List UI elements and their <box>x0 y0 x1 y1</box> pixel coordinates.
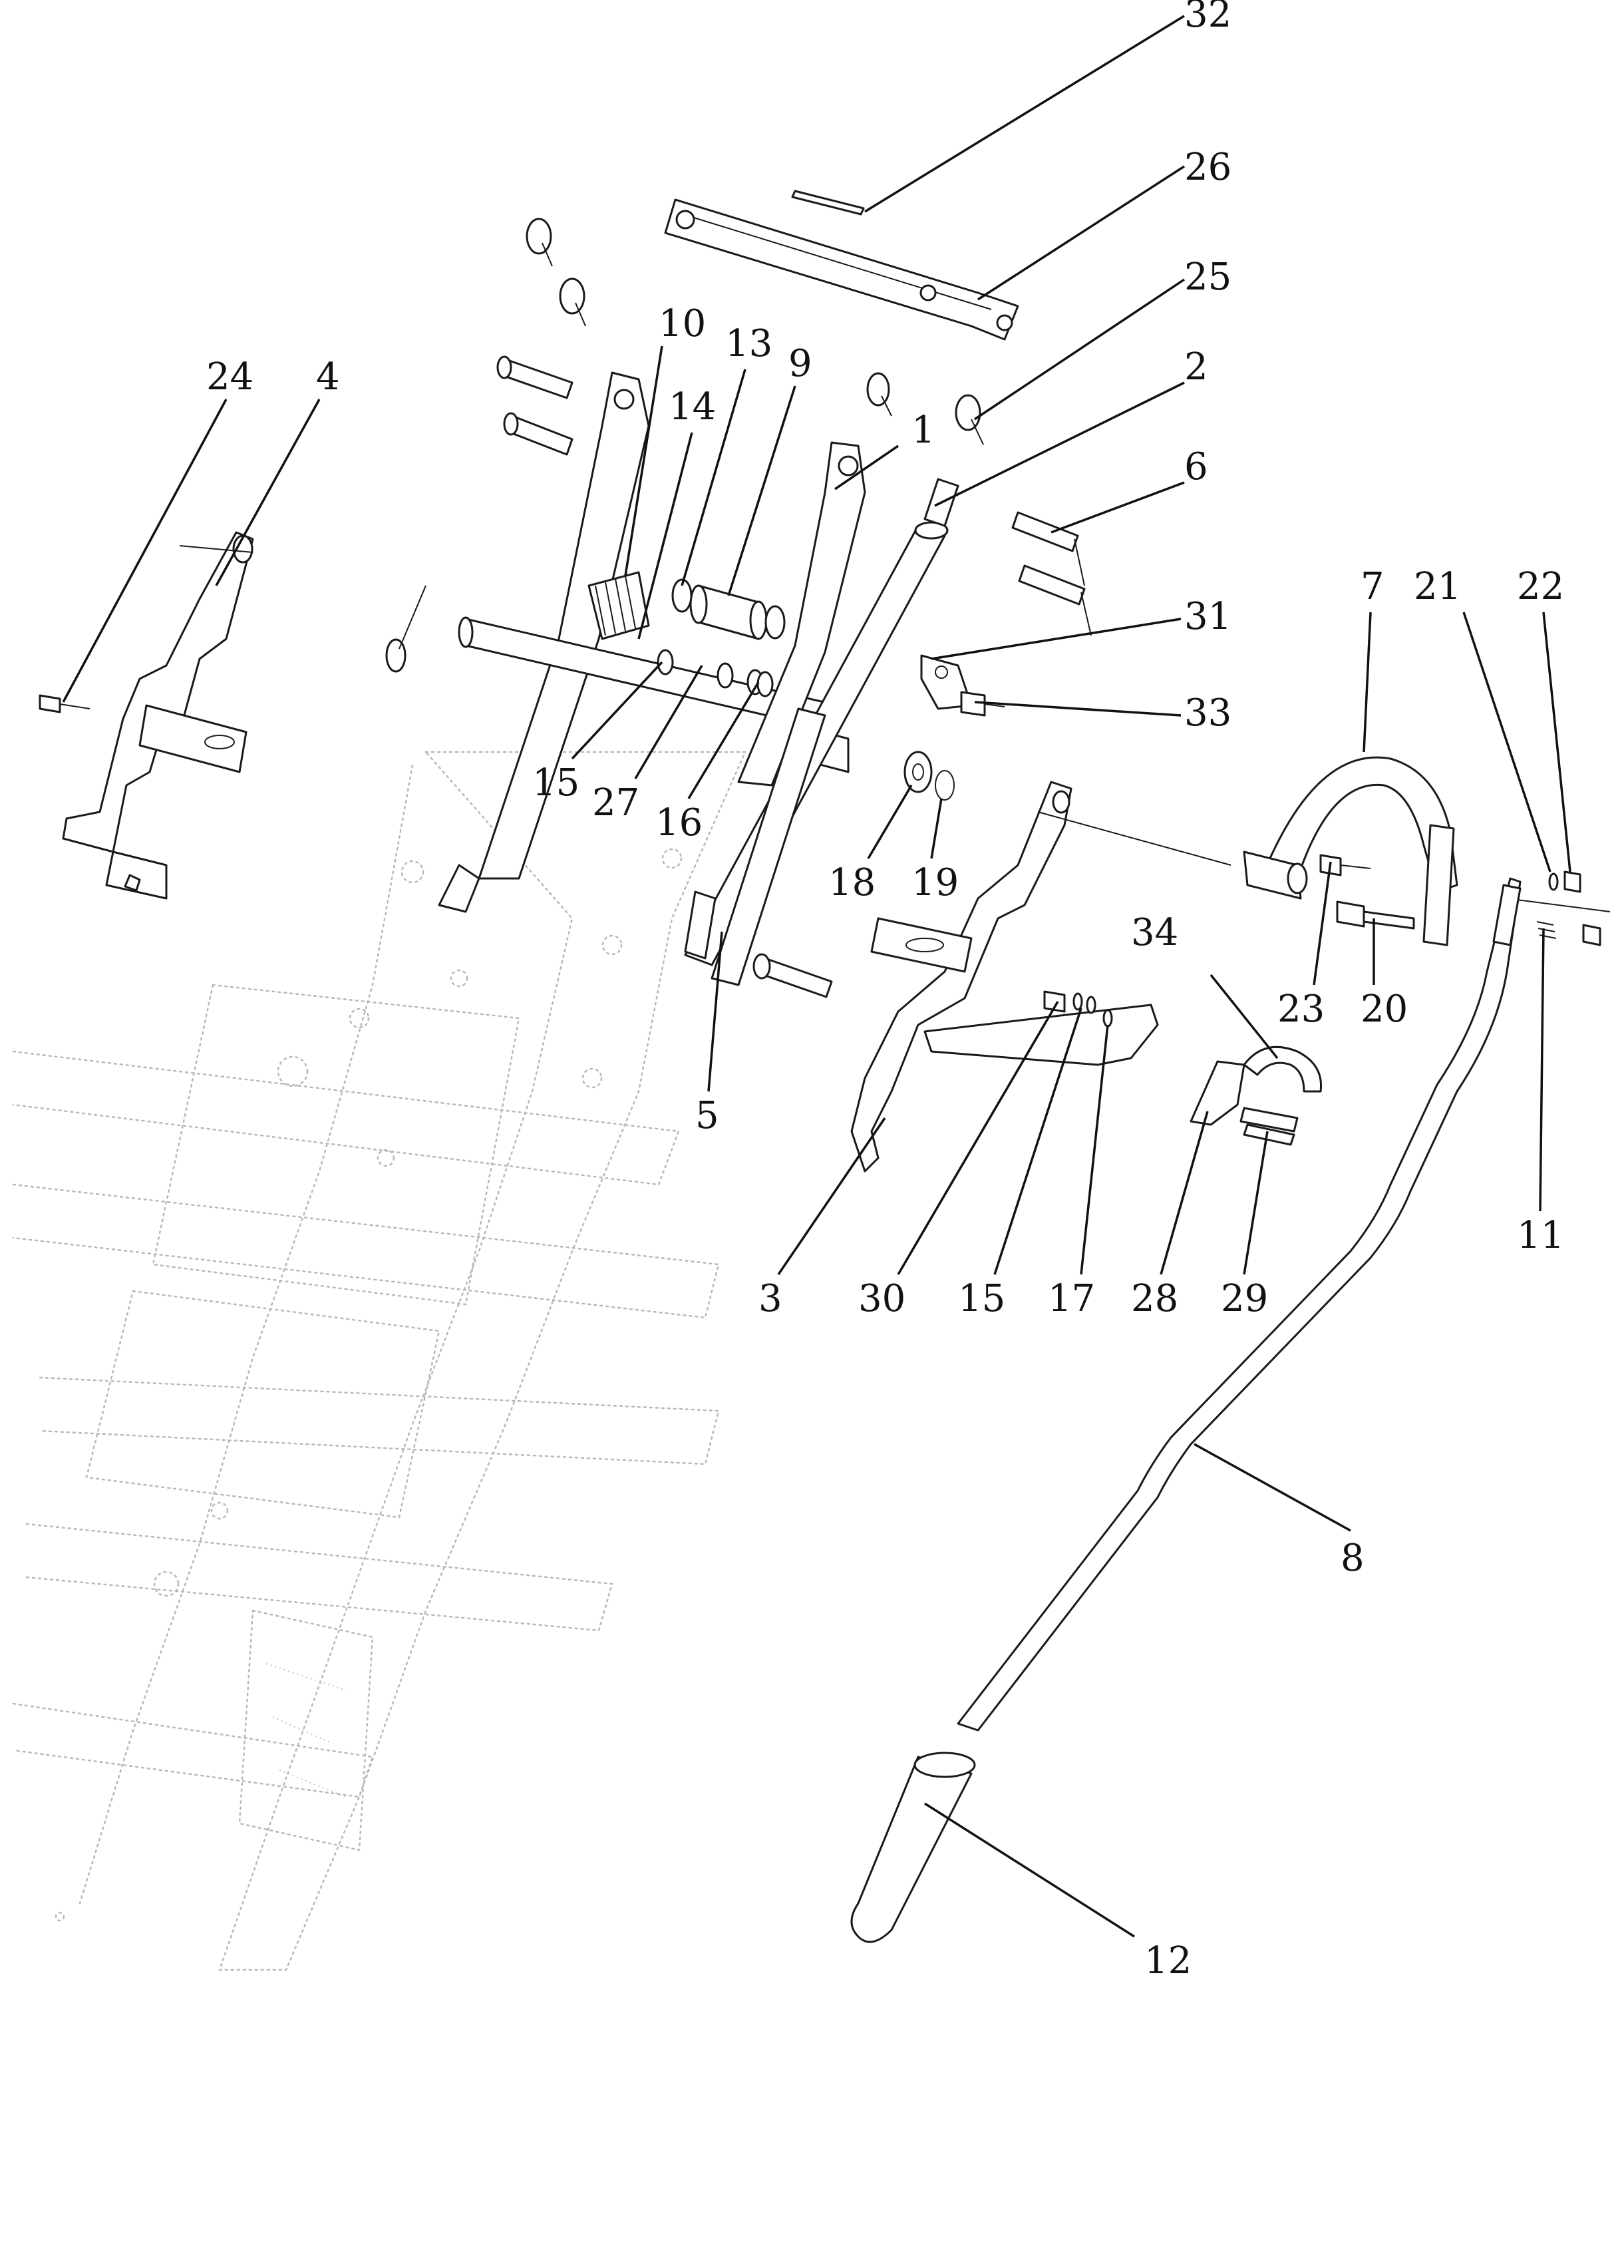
callout-8: 8 <box>1341 1537 1365 1580</box>
callout-30: 30 <box>858 1277 905 1320</box>
callout-34: 34 <box>1131 911 1178 954</box>
callout-20: 20 <box>1361 988 1408 1031</box>
callout-24: 24 <box>206 355 253 399</box>
part-21-22-fasteners <box>1548 870 1581 893</box>
left-lift-arm <box>438 371 650 913</box>
callout-3: 3 <box>758 1277 782 1320</box>
part-26-bracket <box>664 198 1019 341</box>
callout-23: 23 <box>1277 988 1325 1031</box>
guide-line-4 <box>179 545 253 553</box>
callout-15-upper: 15 <box>532 761 579 805</box>
clip-pins-top-left <box>526 218 892 417</box>
callout-18: 18 <box>828 861 876 904</box>
callout-19: 19 <box>911 861 959 904</box>
part-31-bracket <box>920 654 973 710</box>
callout-12: 12 <box>1144 1939 1192 1983</box>
part-8-handle-tube <box>957 877 1522 1732</box>
shaft-hardware-15-27-16 <box>657 649 774 697</box>
callout-15-lower: 15 <box>958 1277 1005 1320</box>
part-10-spring <box>587 571 650 640</box>
callout-13: 13 <box>725 322 772 365</box>
part-32-strip <box>791 190 865 216</box>
part-19-ring <box>935 770 955 801</box>
callout-6: 6 <box>1184 445 1208 488</box>
part-29-bolt <box>1239 1107 1299 1146</box>
clevis-pins-upper-left <box>496 355 573 456</box>
part-5-link-arm <box>684 707 826 986</box>
pin-near-5 <box>752 953 833 998</box>
part-20-bolt <box>1336 900 1415 930</box>
small-hardware-30-15-17 <box>1043 990 1113 1028</box>
callout-22: 22 <box>1517 565 1564 608</box>
part-1-lift-arm <box>737 441 866 787</box>
ghost-chassis-frame <box>12 751 746 1971</box>
part-24-bolt <box>39 694 90 713</box>
part-11-spring-nut <box>1536 921 1601 946</box>
part-28-bracket <box>1190 1060 1245 1126</box>
callout-14: 14 <box>669 385 716 429</box>
callout-25: 25 <box>1184 256 1231 299</box>
part-3-bracket <box>850 781 1159 1173</box>
leader-lines <box>62 15 1571 1938</box>
callout-11: 11 <box>1517 1214 1564 1257</box>
callout-5: 5 <box>695 1094 719 1137</box>
part-13-washers <box>671 578 786 640</box>
part-33-bolt <box>960 691 1005 717</box>
guide-line-7 <box>1037 811 1231 866</box>
callout-10: 10 <box>659 302 706 345</box>
callout-27: 27 <box>592 781 639 825</box>
hairpin-clip-left <box>385 585 426 673</box>
callout-33: 33 <box>1184 691 1231 735</box>
part-34-clip <box>1243 1045 1323 1093</box>
callout-17: 17 <box>1048 1277 1095 1320</box>
callout-16: 16 <box>655 801 703 845</box>
guide-line-11 <box>1506 898 1611 912</box>
callout-4: 4 <box>316 355 340 399</box>
callout-labels: 32 26 25 2 6 10 13 9 14 1 24 4 31 33 7 2… <box>206 0 1564 1983</box>
callout-31: 31 <box>1184 595 1231 638</box>
part-6-clevis-pins <box>1011 511 1092 636</box>
part-18-washer <box>903 751 933 793</box>
callout-9: 9 <box>788 342 812 385</box>
callout-28: 28 <box>1131 1277 1178 1320</box>
part-12-grip <box>850 1752 976 1943</box>
callout-26: 26 <box>1184 146 1231 189</box>
callout-2: 2 <box>1184 345 1208 389</box>
callout-1: 1 <box>911 409 935 452</box>
part-4-bracket <box>62 531 254 900</box>
part-9-bushing <box>689 584 768 640</box>
callout-32: 32 <box>1184 0 1231 36</box>
part-25-clip <box>955 394 984 445</box>
callout-7: 7 <box>1361 565 1384 608</box>
callout-21: 21 <box>1414 565 1461 608</box>
part-7-handle-bracket <box>1243 756 1458 946</box>
callout-29: 29 <box>1221 1277 1268 1320</box>
